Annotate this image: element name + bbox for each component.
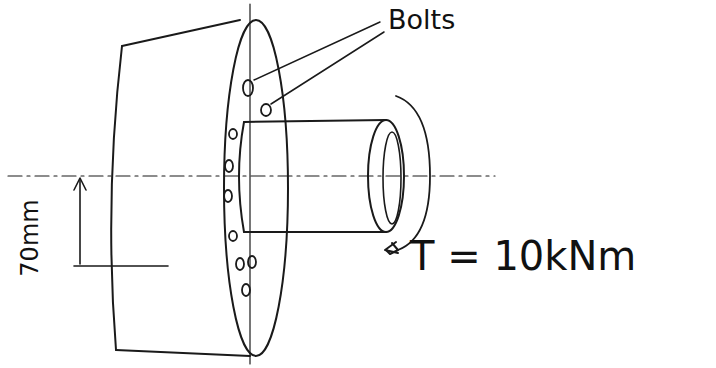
- torque-arrowhead: [385, 242, 398, 253]
- flange-face: [224, 20, 288, 356]
- torque-label: T = 10kNm: [410, 236, 636, 276]
- bolt-holes: [224, 80, 271, 296]
- part-label: Bolts: [388, 6, 455, 33]
- shaft-bore: [383, 132, 401, 224]
- dimension-label: 70mm: [18, 199, 42, 276]
- flange-bottom-edge: [116, 350, 250, 356]
- flange-top-edge: [122, 20, 240, 46]
- shaft-bottom: [244, 231, 386, 233]
- dimension-line: [79, 180, 81, 264]
- vertical-centreline: [249, 4, 250, 364]
- shaft-top: [244, 120, 386, 122]
- dimension-arrowhead: [74, 178, 86, 190]
- leader-line: [271, 32, 384, 104]
- torque-arrowhead: [386, 243, 398, 254]
- leader-line: [254, 22, 380, 80]
- shaft-axis: [8, 175, 495, 176]
- shaft-end: [368, 120, 404, 232]
- extension-line: [74, 265, 168, 267]
- shaft-root: [239, 122, 244, 232]
- torque-arrow: [396, 96, 430, 250]
- flange-back-edge: [111, 46, 122, 350]
